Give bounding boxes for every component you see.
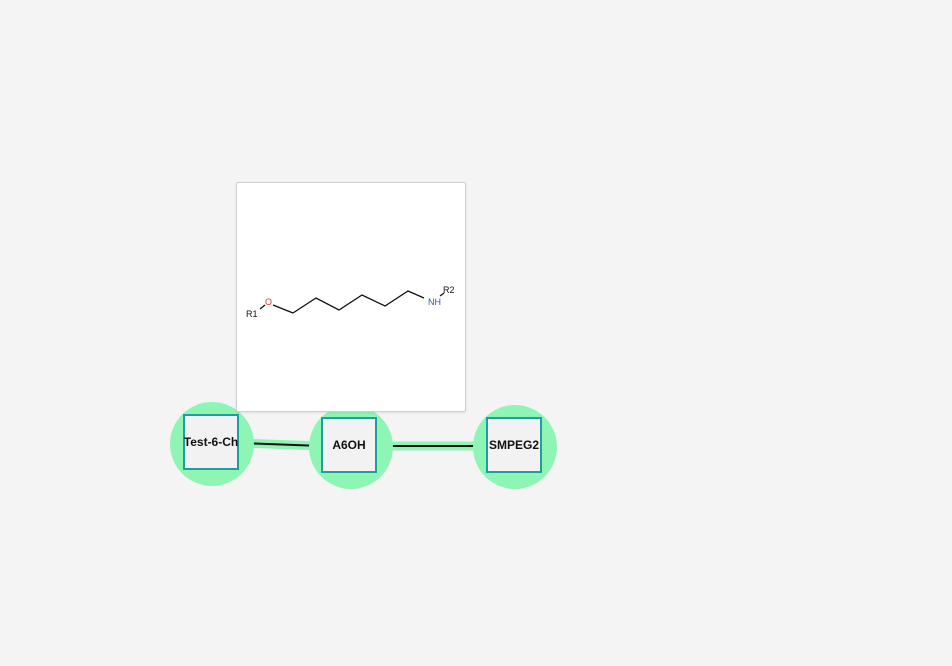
node-label: A6OH <box>332 438 366 452</box>
node-a6oh[interactable]: A6OH <box>309 405 393 489</box>
bond <box>439 292 445 297</box>
atom-nh: NH <box>428 297 441 307</box>
node-box[interactable]: SMPEG2 <box>486 417 542 473</box>
atom-r2: R2 <box>443 285 455 295</box>
node-label: Test-6-Ch <box>183 435 239 449</box>
molecule-structure: R1 O NH R2 <box>246 285 455 319</box>
atom-oxygen: O <box>265 297 272 307</box>
structure-popup: R1 O NH R2 <box>236 182 466 412</box>
node-smpeg2[interactable]: SMPEG2 <box>473 405 557 489</box>
node-label: SMPEG2 <box>488 438 539 452</box>
node-test-6-ch[interactable]: Test-6-Ch <box>170 402 254 486</box>
edge-test6ch-a6oh[interactable] <box>240 442 323 447</box>
bond <box>272 304 294 314</box>
atom-r1: R1 <box>246 309 258 319</box>
node-box[interactable]: Test-6-Ch <box>183 414 239 470</box>
bond <box>259 304 266 310</box>
node-box[interactable]: A6OH <box>321 417 377 473</box>
carbon-chain <box>292 290 425 314</box>
